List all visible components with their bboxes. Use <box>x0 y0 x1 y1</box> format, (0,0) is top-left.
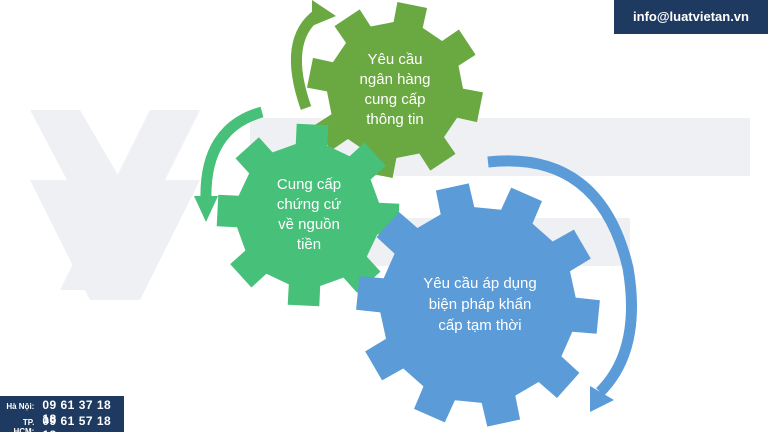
phone-number[interactable]: 09 61 57 18 18 <box>42 414 112 442</box>
gear-top-label: Yêu cầu ngân hàng cung cấp thông tin <box>340 48 450 132</box>
gear-bottom <box>356 183 600 427</box>
phone-label: Hà Nội: <box>6 402 35 411</box>
phone-box: Hà Nội: 09 61 37 18 18 TP. HCM: 09 61 57… <box>0 396 124 442</box>
gear-top <box>307 2 483 178</box>
email-badge[interactable]: info@luatvietan.vn <box>614 0 768 34</box>
gear-top-line: ngân hàng <box>359 71 431 88</box>
arrow-bottom <box>487 155 637 396</box>
diagram-stage: Yêu cầu ngân hàng cung cấp thông tin Cun… <box>0 0 768 432</box>
gear-top-line: Yêu cầu <box>367 51 423 68</box>
gear-bottom-line: biện pháp khẩn <box>428 295 532 313</box>
gear-top-line: cung cấp <box>364 91 426 108</box>
phone-number[interactable]: 09 61 37 18 18 <box>42 398 112 426</box>
arrow-top <box>290 9 322 110</box>
phone-label: TP. HCM: <box>13 418 35 436</box>
gear-left-line: tiền <box>296 236 322 253</box>
phone-row-hcm: TP. HCM: 09 61 57 18 18 <box>4 414 120 442</box>
arrow-left-head <box>194 196 218 222</box>
gear-bottom-line: cấp tạm thời <box>438 316 522 334</box>
arrow-top-head <box>312 0 336 26</box>
arrow-bottom-head <box>590 386 614 412</box>
arrow-left <box>200 106 264 201</box>
gear-left-line: về nguồn <box>278 216 340 233</box>
gear-left <box>216 123 400 307</box>
gear-left-label: Cung cấp chứng cứ về nguồn tiền <box>255 173 363 257</box>
gear-top-line: thông tin <box>366 111 424 128</box>
gear-bottom-line: Yêu cầu áp dụng <box>423 274 537 292</box>
gear-bottom-label: Yêu cầu áp dụng biện pháp khẩn cấp tạm t… <box>405 268 555 340</box>
gear-left-line: Cung cấp <box>276 176 342 193</box>
phone-row-hanoi: Hà Nội: 09 61 37 18 18 <box>4 398 120 426</box>
cycle-diagram <box>194 0 637 427</box>
gear-left-line: chứng cứ <box>276 196 342 213</box>
email-text: info@luatvietan.vn <box>633 9 749 24</box>
